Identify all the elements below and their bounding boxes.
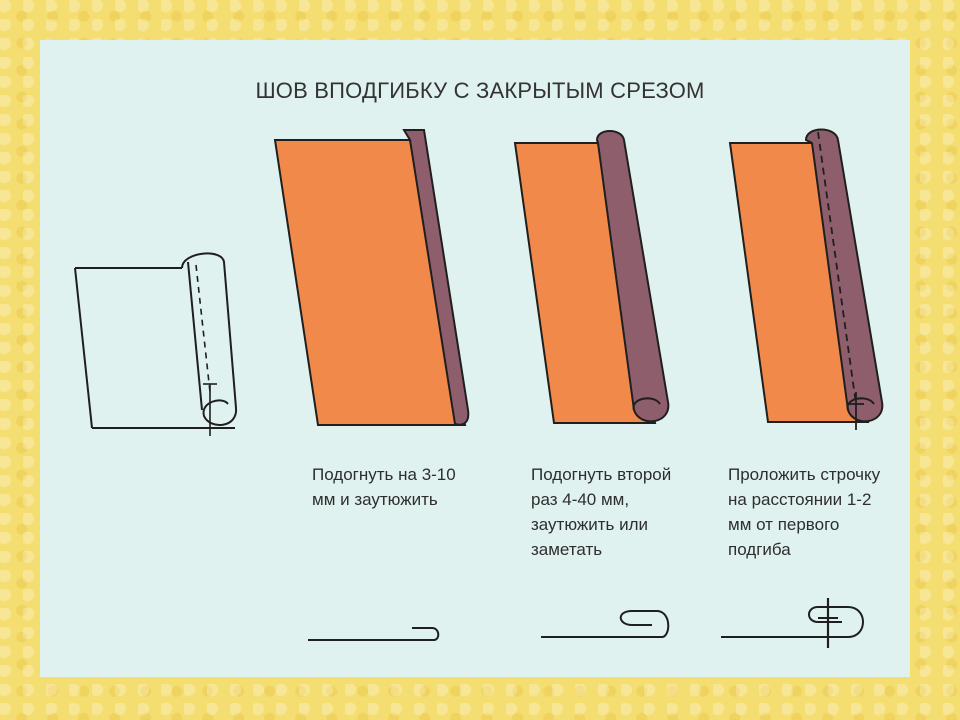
cross-section-1 xyxy=(308,627,440,641)
stitch-line xyxy=(817,131,857,405)
fold-strip xyxy=(402,129,470,426)
cross-section-2 xyxy=(541,610,670,638)
step3-fabric xyxy=(728,128,884,430)
fold-strip xyxy=(595,130,670,423)
page-title: ШОВ ВПОДГИБКУ С ЗАКРЫТЫМ СРЕЗОМ xyxy=(255,78,705,103)
step1-caption: Подогнуть на 3-10 мм и заутюжить xyxy=(312,465,456,509)
fabric-sheet xyxy=(513,142,657,424)
step2-fabric xyxy=(513,130,670,424)
step2-caption: Подогнуть второй раз 4-40 мм, заутюжить … xyxy=(531,465,672,559)
step1-fabric xyxy=(273,129,470,426)
cross-section-3 xyxy=(721,598,864,648)
overview-sketch xyxy=(74,252,238,436)
fabric-sheet xyxy=(273,139,467,426)
step3-caption: Проложить строчку на расстоянии 1-2 мм о… xyxy=(728,465,881,559)
fold-strip xyxy=(804,128,884,423)
